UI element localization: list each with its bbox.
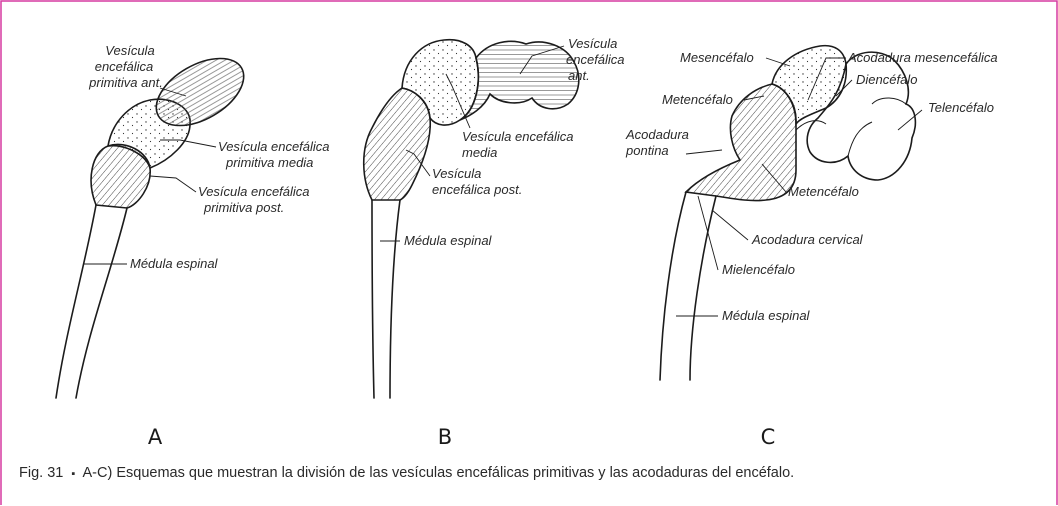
b-label-post-1: Vesícula — [432, 166, 481, 181]
panel-c-letter: C — [761, 425, 776, 449]
panel-b-letter: B — [438, 425, 452, 449]
c-label-acod-cervical: Acodadura cervical — [751, 232, 864, 247]
a-label-media-2: primitiva media — [225, 155, 313, 170]
c-label-acod-pontina-1: Acodadura — [625, 127, 689, 142]
b-label-media-1: Vesícula encefálica — [462, 129, 574, 144]
c-label-acod-mes: Acodadura mesencefálica — [847, 50, 998, 65]
b-label-media-2: media — [462, 145, 497, 160]
a-label-ant-3: primitiva ant. — [88, 75, 163, 90]
panel-b: Vesícula encefálica ant. Vesícula encefá… — [364, 36, 625, 449]
caption-figure-number: Fig. 31 — [19, 465, 63, 481]
caption-bullet: ▪ — [71, 468, 75, 480]
b-anterior-vesicle — [460, 41, 579, 120]
panel-a-letter: A — [148, 425, 163, 449]
a-label-post-1: Vesícula encefálica — [198, 184, 310, 199]
c-label-metencefalo-mid: Metencéfalo — [788, 184, 859, 199]
b-label-medula: Médula espinal — [404, 233, 493, 248]
panel-a: Vesícula encefálica primitiva ant. Vesíc… — [56, 43, 330, 449]
c-label-medula: Médula espinal — [722, 308, 811, 323]
b-label-post-2: encefálica post. — [432, 182, 522, 197]
c-label-diencefalo: Diencéfalo — [856, 72, 917, 87]
b-label-ant-3: ant. — [568, 68, 590, 83]
b-label-ant-1: Vesícula — [568, 36, 617, 51]
a-label-post-2: primitiva post. — [203, 200, 284, 215]
c-label-telencefalo: Telencéfalo — [928, 100, 994, 115]
b-posterior-vesicle — [364, 88, 431, 200]
a-label-medula: Médula espinal — [130, 256, 219, 271]
panel-c: Mesencéfalo Acodadura mesencefálica Dien… — [625, 46, 998, 449]
a-label-ant-2: encefálica — [95, 59, 154, 74]
c-label-mesencefalo: Mesencéfalo — [680, 50, 754, 65]
c-label-metencefalo-top: Metencéfalo — [662, 92, 733, 107]
caption-text: A-C) Esquemas que muestran la división d… — [83, 465, 795, 481]
figure-caption: Fig. 31 ▪ A-C) Esquemas que muestran la … — [19, 465, 794, 481]
b-label-ant-2: encefálica — [566, 52, 625, 67]
c-label-acod-pontina-2: pontina — [625, 143, 669, 158]
a-label-ant-1: Vesícula — [105, 43, 154, 58]
a-label-media-1: Vesícula encefálica — [218, 139, 330, 154]
c-label-mielencefalo: Mielencéfalo — [722, 262, 795, 277]
